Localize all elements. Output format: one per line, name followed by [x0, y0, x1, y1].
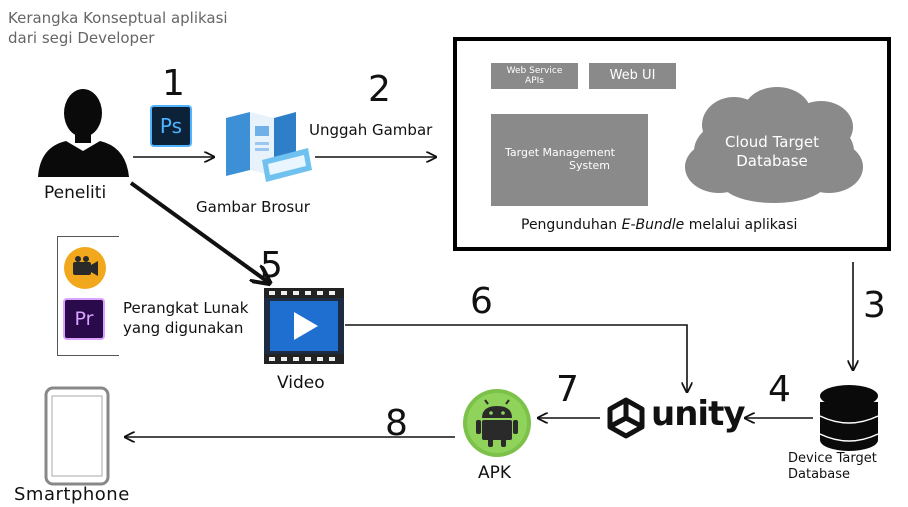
- step-number-5: 5: [260, 245, 283, 286]
- photoshop-icon: Ps: [150, 105, 192, 147]
- web-service-label: Web Service: [506, 66, 563, 76]
- web-service-apis-box: Web Service APIs: [491, 63, 578, 89]
- label-upload: Unggah Gambar: [309, 121, 433, 139]
- database-icon: [819, 385, 879, 451]
- label-device-db: Device Target Database: [788, 451, 877, 483]
- step-number-7: 7: [556, 369, 579, 410]
- label-video: Video: [277, 373, 325, 393]
- step-number-3: 3: [863, 285, 886, 326]
- step-number-8: 8: [385, 403, 408, 444]
- label-smartphone: Smartphone: [14, 484, 130, 505]
- vuforia-platform-box: Web Service APIs Web UI Target Managemen…: [453, 37, 891, 251]
- platform-caption: Pengunduhan E-Bundle melalui aplikasi: [521, 217, 797, 233]
- premiere-label: Pr: [74, 308, 94, 330]
- arrow-step-5: [129, 181, 268, 282]
- arrow-step-6: [345, 324, 687, 392]
- unity-logo-icon: [607, 397, 645, 439]
- cloud-label-2: Database: [736, 152, 808, 170]
- camera-app-icon: [64, 247, 106, 289]
- label-software: Perangkat Lunak yang digunakan: [123, 298, 248, 338]
- cloud-label-1: Cloud Target: [724, 133, 820, 151]
- cloud-shape: [685, 87, 863, 203]
- label-peneliti: Peneliti: [44, 183, 107, 203]
- premiere-icon: Pr: [63, 298, 105, 340]
- software-label-2: yang digunakan: [123, 319, 244, 337]
- web-ui-box: Web UI: [589, 63, 676, 89]
- video-icon: [264, 288, 344, 364]
- title-line-2: dari segi Developer: [8, 29, 155, 47]
- step-number-2: 2: [368, 69, 391, 110]
- person-icon: [38, 89, 129, 177]
- caption-post: melalui aplikasi: [684, 217, 798, 233]
- android-icon: [463, 389, 531, 457]
- device-db-label-1: Device Target: [788, 451, 877, 466]
- cloud-target-database: Cloud Target Database: [702, 133, 842, 171]
- apis-label: APIs: [525, 76, 544, 86]
- brochure-icon: [226, 112, 312, 182]
- photoshop-label: Ps: [159, 114, 183, 138]
- step-number-1: 1: [162, 63, 185, 104]
- step-number-6: 6: [470, 281, 493, 322]
- caption-pre: Pengunduhan: [521, 217, 622, 233]
- step-number-4: 4: [768, 369, 791, 410]
- unity-wordmark: unity: [651, 394, 745, 434]
- caption-ebundle: E-Bundle: [621, 217, 685, 233]
- target-management-system-box: Target Management System: [491, 114, 648, 206]
- web-ui-label: Web UI: [609, 68, 656, 83]
- tms-label-1: Target Management: [505, 146, 615, 159]
- diagram-title: Kerangka Konseptual aplikasi dari segi D…: [8, 8, 268, 48]
- title-line-1: Kerangka Konseptual aplikasi: [8, 9, 228, 27]
- tms-label-2: System: [569, 159, 611, 172]
- device-db-label-2: Database: [788, 467, 851, 482]
- software-label-1: Perangkat Lunak: [123, 299, 249, 317]
- label-brochure: Gambar Brosur: [196, 198, 310, 216]
- smartphone-icon: [44, 386, 110, 486]
- label-apk: APK: [478, 463, 512, 483]
